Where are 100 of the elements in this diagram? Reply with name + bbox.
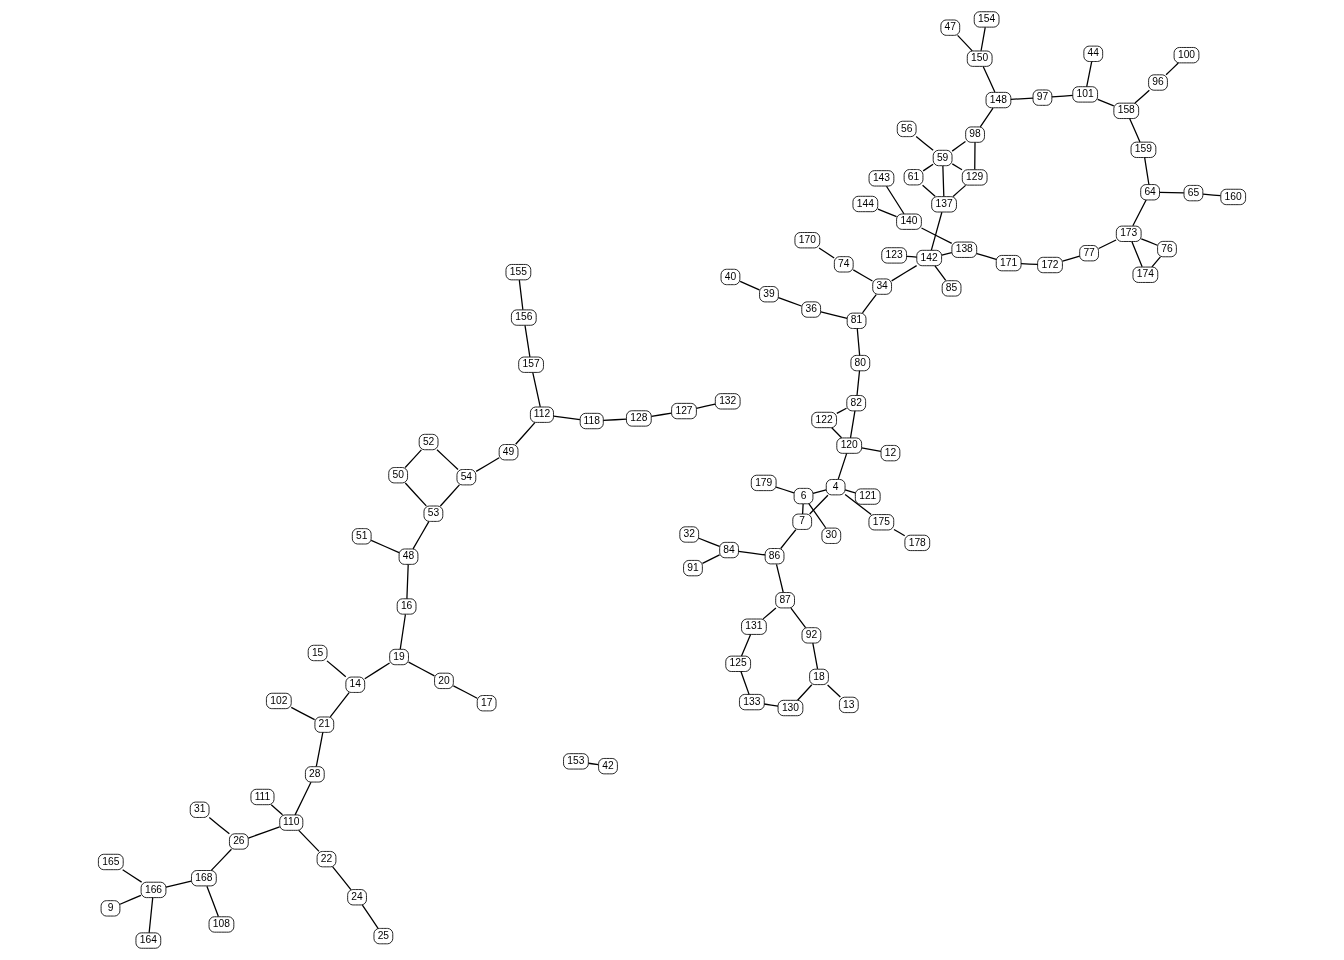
connector bbox=[210, 848, 233, 872]
connector bbox=[836, 407, 848, 414]
connector bbox=[891, 265, 918, 282]
node-box: 142 bbox=[916, 249, 942, 267]
connector bbox=[602, 418, 627, 422]
connector bbox=[790, 607, 807, 629]
connector bbox=[831, 427, 843, 439]
connector bbox=[737, 550, 766, 556]
connector bbox=[976, 252, 997, 260]
node-box: 131 bbox=[741, 618, 767, 635]
connector bbox=[826, 684, 841, 698]
node-box: 148 bbox=[985, 91, 1012, 109]
connector bbox=[801, 503, 804, 515]
connector bbox=[934, 265, 947, 282]
connector bbox=[812, 489, 827, 495]
connector bbox=[856, 370, 861, 397]
node-box: 133 bbox=[739, 694, 765, 711]
node-box: 137 bbox=[931, 196, 957, 213]
node-box: 155 bbox=[505, 264, 532, 281]
connector bbox=[332, 866, 352, 891]
node-box: 168 bbox=[191, 870, 217, 887]
node-box: 166 bbox=[140, 881, 167, 899]
connector bbox=[1129, 118, 1141, 143]
connector bbox=[861, 447, 882, 453]
connector bbox=[1202, 193, 1222, 197]
connector bbox=[808, 503, 827, 529]
connector bbox=[315, 731, 324, 768]
connector bbox=[698, 537, 721, 547]
node-box: 111 bbox=[250, 788, 275, 806]
connector bbox=[399, 613, 407, 650]
connector bbox=[740, 633, 752, 657]
connector bbox=[763, 703, 779, 707]
connector bbox=[518, 279, 524, 311]
node-box: 157 bbox=[518, 356, 544, 373]
connector bbox=[370, 539, 400, 554]
node-box: 178 bbox=[904, 534, 931, 551]
connector bbox=[952, 184, 967, 198]
connector bbox=[650, 412, 673, 418]
connector bbox=[844, 493, 872, 516]
connector bbox=[412, 520, 430, 550]
connector bbox=[208, 816, 230, 835]
node-box: 179 bbox=[750, 474, 777, 492]
node-box: 121 bbox=[854, 488, 881, 505]
connector bbox=[852, 269, 874, 282]
connector bbox=[818, 247, 835, 259]
connector bbox=[701, 554, 721, 564]
connector bbox=[740, 670, 750, 695]
connector bbox=[406, 563, 409, 600]
node-box: 173 bbox=[1115, 225, 1142, 242]
connector bbox=[930, 211, 943, 251]
connector bbox=[532, 372, 541, 408]
connector bbox=[148, 896, 154, 934]
node-box: 156 bbox=[510, 309, 537, 326]
connector bbox=[1020, 263, 1039, 266]
connector bbox=[809, 494, 829, 515]
node-box: 171 bbox=[995, 255, 1022, 272]
connector bbox=[1061, 255, 1081, 262]
connector bbox=[165, 880, 192, 888]
connector bbox=[837, 452, 848, 480]
node-box: 132 bbox=[714, 393, 741, 410]
connector bbox=[247, 826, 281, 839]
connector bbox=[780, 529, 797, 550]
node-box: 140 bbox=[896, 213, 922, 230]
connector bbox=[1086, 61, 1093, 88]
node-box: 174 bbox=[1132, 266, 1159, 283]
connector bbox=[1132, 199, 1147, 227]
connector bbox=[906, 255, 918, 258]
connector bbox=[294, 781, 312, 816]
connector bbox=[893, 528, 906, 537]
connector bbox=[326, 660, 347, 678]
connector bbox=[1131, 241, 1143, 268]
connector bbox=[775, 563, 784, 594]
node-box: 160 bbox=[1220, 188, 1246, 206]
connector bbox=[439, 484, 461, 507]
connector bbox=[404, 482, 427, 507]
connector bbox=[951, 140, 967, 152]
connector bbox=[856, 327, 861, 356]
connector bbox=[298, 829, 320, 853]
connector bbox=[775, 486, 795, 494]
connector bbox=[777, 297, 802, 307]
connector bbox=[1098, 239, 1117, 250]
connector bbox=[812, 642, 819, 670]
node-box: 102 bbox=[266, 692, 292, 710]
node-box: 127 bbox=[671, 402, 697, 420]
node-box: 101 bbox=[1072, 86, 1098, 103]
node-box: 120 bbox=[836, 437, 863, 454]
connector bbox=[119, 894, 142, 905]
node-box: 144 bbox=[852, 195, 879, 213]
connector bbox=[820, 311, 848, 320]
node-box: 108 bbox=[208, 916, 235, 933]
node-box: 130 bbox=[777, 699, 804, 717]
connector bbox=[739, 280, 760, 291]
connector bbox=[407, 661, 436, 677]
connector bbox=[122, 869, 143, 883]
node-box: 164 bbox=[135, 932, 162, 949]
connector bbox=[915, 136, 934, 151]
node-box: 153 bbox=[563, 753, 589, 770]
node-box: 123 bbox=[881, 247, 907, 264]
connector bbox=[861, 293, 877, 314]
connector bbox=[877, 208, 898, 218]
